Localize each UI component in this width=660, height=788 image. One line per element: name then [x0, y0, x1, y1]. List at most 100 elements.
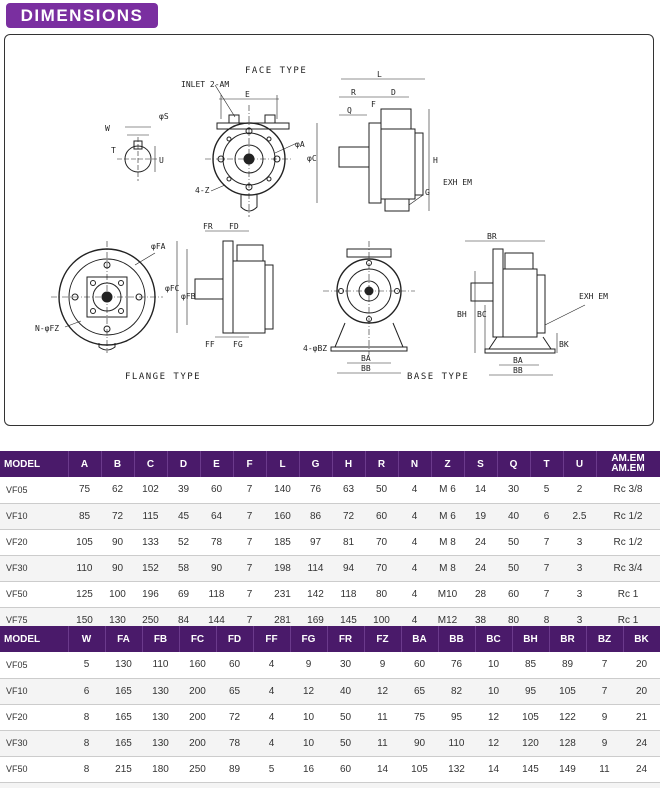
value-cell: 10 — [68, 782, 105, 788]
value-cell: 200 — [179, 704, 216, 731]
value-cell: 6 — [530, 503, 563, 530]
header-cell: L — [266, 451, 300, 477]
header-cell: D — [167, 451, 201, 477]
label-bc: BC — [477, 310, 487, 319]
label-c: φC — [307, 154, 317, 163]
value-cell: 95 — [438, 704, 475, 731]
value-cell: Rc 3/4 — [596, 555, 660, 582]
model-cell: VF20 — [0, 529, 68, 556]
value-cell: 185 — [266, 529, 299, 556]
value-cell: 196 — [134, 581, 167, 608]
value-cell: 105 — [549, 678, 586, 705]
header-cell: FZ — [364, 626, 402, 652]
header-cell: FG — [290, 626, 328, 652]
value-cell: 19 — [464, 503, 497, 530]
value-cell: 11 — [364, 730, 401, 757]
face-front-view — [205, 84, 298, 217]
header-cell: BZ — [586, 626, 624, 652]
value-cell: 58 — [167, 555, 200, 582]
value-cell: 9 — [586, 730, 623, 757]
header-cell: MODEL — [0, 626, 69, 652]
value-cell: 4 — [398, 477, 431, 504]
value-cell: 28 — [464, 581, 497, 608]
value-cell: 10 — [290, 730, 327, 757]
face-type-title: FACE TYPE — [245, 66, 307, 76]
value-cell: 12 — [290, 678, 327, 705]
label-bk: BK — [559, 340, 569, 349]
model-cell: VF50 — [0, 756, 68, 783]
header-cell: FF — [253, 626, 291, 652]
model-cell: VF75 — [0, 782, 68, 788]
header-cell: BC — [475, 626, 513, 652]
value-cell: 60 — [216, 652, 253, 679]
dimension-drawing: FACE TYPE FLANGE TYPE BASE TYPE INLET 2-… — [4, 34, 654, 426]
label-fd: FD — [229, 222, 239, 231]
header-cell: BH — [512, 626, 550, 652]
value-cell: 2.5 — [563, 503, 596, 530]
value-cell: 64 — [200, 503, 233, 530]
value-cell: M 6 — [431, 503, 464, 530]
value-cell: 184 — [549, 782, 586, 788]
label-ba: BA — [361, 354, 371, 363]
value-cell: 145 — [512, 756, 549, 783]
value-cell: 7 — [586, 678, 623, 705]
value-cell: 8 — [68, 756, 105, 783]
header-cell: FC — [179, 626, 217, 652]
value-cell: 12 — [364, 678, 401, 705]
label-z: 4-Z — [195, 186, 210, 195]
model-cell: VF10 — [0, 503, 68, 530]
model-cell: VF30 — [0, 555, 68, 582]
value-cell: 7 — [530, 555, 563, 582]
label-ba2: BA — [513, 356, 523, 365]
value-cell: 133 — [134, 529, 167, 556]
header-cell: B — [101, 451, 135, 477]
header-cell: N — [398, 451, 432, 477]
value-cell: 265 — [105, 782, 142, 788]
value-cell: 230 — [142, 782, 179, 788]
value-cell: 60 — [401, 652, 438, 679]
value-cell: 8 — [68, 704, 105, 731]
value-cell: 50 — [497, 555, 530, 582]
value-cell: 4 — [253, 730, 290, 757]
value-cell: 20 — [623, 652, 660, 679]
value-cell: 24 — [464, 529, 497, 556]
value-cell: 180 — [142, 756, 179, 783]
value-cell: 70 — [365, 555, 398, 582]
value-cell: 165 — [105, 730, 142, 757]
value-cell: 128 — [549, 730, 586, 757]
value-cell: 12 — [475, 730, 512, 757]
value-cell: 7 — [586, 652, 623, 679]
value-cell: 105 — [512, 704, 549, 731]
value-cell: 50 — [365, 477, 398, 504]
value-cell: M 6 — [431, 477, 464, 504]
value-cell: 6 — [253, 782, 290, 788]
value-cell: 160 — [438, 782, 475, 788]
value-cell: 165 — [105, 678, 142, 705]
header-cell: R — [365, 451, 399, 477]
value-cell: 65 — [216, 678, 253, 705]
label-fa: φFA — [151, 242, 166, 251]
value-cell: 130 — [401, 782, 438, 788]
header-cell: U — [563, 451, 597, 477]
value-cell: 60 — [327, 756, 364, 783]
table-header-row: MODEL W FA FB FC FD FF FG FR FZ BA BB BC… — [0, 626, 660, 652]
value-cell: 50 — [327, 704, 364, 731]
value-cell: 2 — [563, 477, 596, 504]
technical-drawing-svg: FACE TYPE FLANGE TYPE BASE TYPE INLET 2-… — [35, 66, 608, 382]
header-cell: H — [332, 451, 366, 477]
header-cell: BA — [401, 626, 439, 652]
label-t: T — [111, 146, 116, 155]
value-cell: 7 — [233, 477, 266, 504]
value-cell: 7 — [530, 581, 563, 608]
value-cell: 10 — [290, 704, 327, 731]
value-cell: 90 — [101, 529, 134, 556]
value-cell: 3 — [563, 529, 596, 556]
value-cell: 72 — [216, 704, 253, 731]
label-fb: φFB — [181, 292, 196, 301]
value-cell: Rc 1 — [596, 581, 660, 608]
value-cell: 24 — [623, 756, 660, 783]
label-ff: FF — [205, 340, 215, 349]
